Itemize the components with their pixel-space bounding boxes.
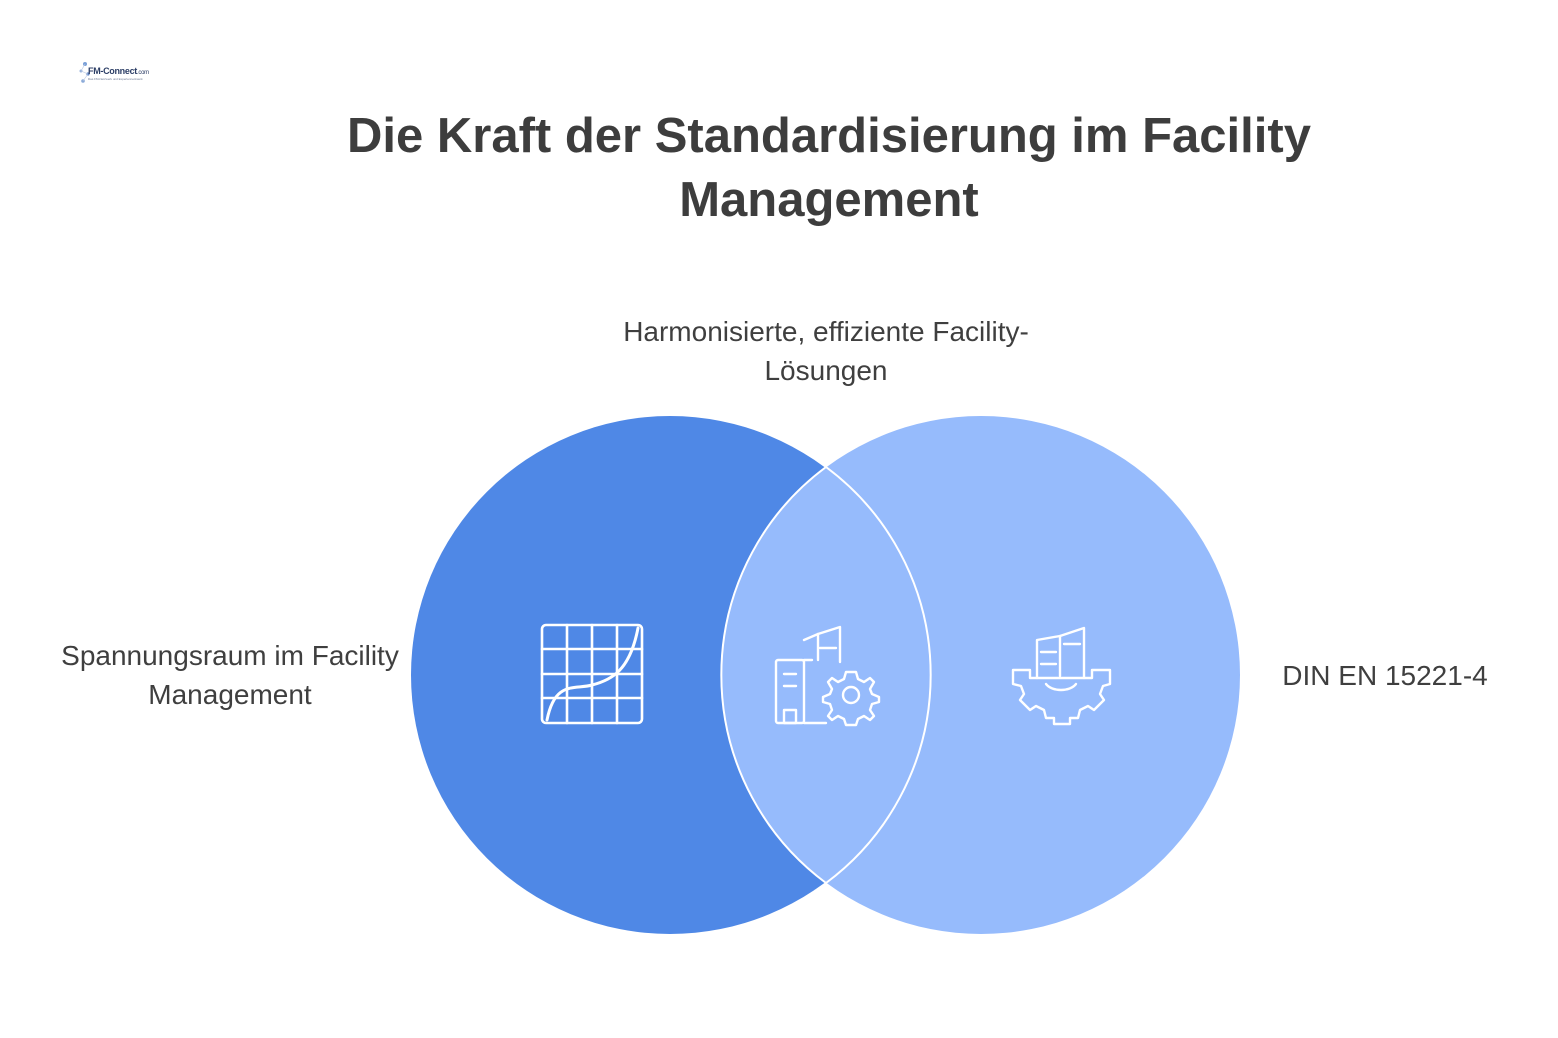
brand-logo: FM-Connect.com Das FM-Netzwerk und Exper… [76,58,149,88]
page-title: Die Kraft der Standardisierung im Facili… [347,109,1311,227]
set-label-left: Spannungsraum im Facility Management [61,640,399,710]
logo-brand-name: FM-Connect [88,66,137,76]
intersection-region [720,416,932,934]
logo-brand-text: FM-Connect.com [88,66,149,76]
buildings-gear-icon [774,625,881,727]
logo-domain-suffix: .com [137,70,149,76]
set-label-right: DIN EN 15221-4 [1282,660,1488,691]
network-logo-mark-icon [79,62,90,83]
logo-tagline: Das FM-Netzwerk und Expertennetzwerk [88,77,143,81]
tension-grid-curve-icon [540,623,644,725]
building-gear-icon [1011,626,1112,726]
intersection-label: Harmonisierte, effiziente Facility-Lösun… [623,316,1029,386]
